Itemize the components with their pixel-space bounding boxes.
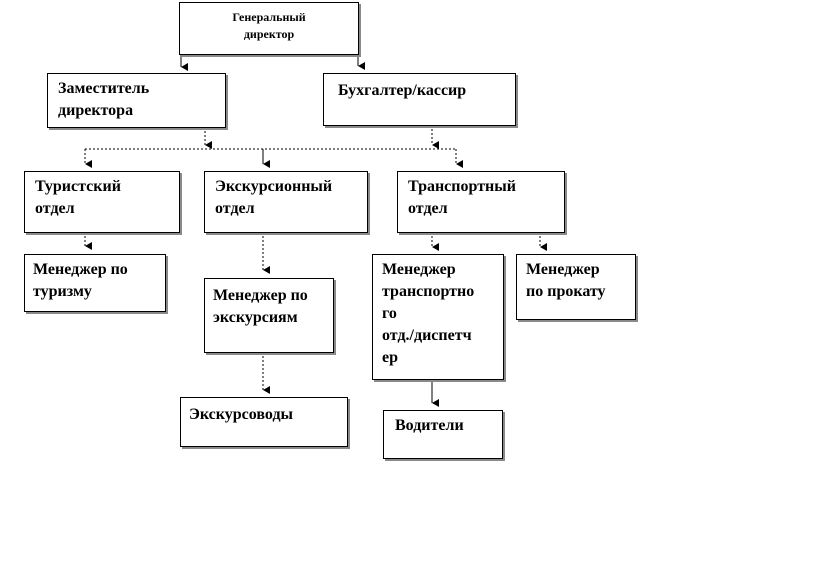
node-label: Заместитель директора — [58, 80, 150, 119]
node-tourism-manager: Менеджер по туризму — [24, 254, 166, 312]
node-accountant-cashier: Бухгалтер/кассир — [323, 73, 516, 126]
node-label: Водители — [395, 417, 464, 434]
node-general-director: Генеральный директор — [179, 2, 359, 55]
node-label: Туристский отдел — [35, 178, 121, 217]
node-label: Менеджер транспортно го отд./диспетч ер — [382, 261, 475, 366]
node-label: Экскурсоводы — [189, 406, 294, 423]
node-label: Генеральный директор — [232, 10, 306, 41]
node-excursion-department: Экскурсионный отдел — [204, 171, 368, 233]
node-guides: Экскурсоводы — [180, 397, 348, 447]
node-deputy-director: Заместитель директора — [47, 73, 226, 128]
node-label: Бухгалтер/кассир — [338, 82, 467, 99]
node-label: Менеджер по туризму — [33, 261, 128, 300]
node-label: Транспортный отдел — [408, 178, 516, 217]
node-label: Менеджер по экскурсиям — [213, 287, 308, 326]
node-transport-department: Транспортный отдел — [397, 171, 565, 233]
node-label: Экскурсионный отдел — [215, 178, 333, 217]
node-transport-manager: Менеджер транспортно го отд./диспетч ер — [372, 254, 504, 380]
node-label: Менеджер по прокату — [526, 261, 606, 300]
node-tourism-department: Туристский отдел — [24, 171, 180, 233]
node-rental-manager: Менеджер по прокату — [516, 254, 636, 320]
node-excursion-manager: Менеджер по экскурсиям — [204, 278, 334, 353]
node-drivers: Водители — [383, 410, 503, 459]
